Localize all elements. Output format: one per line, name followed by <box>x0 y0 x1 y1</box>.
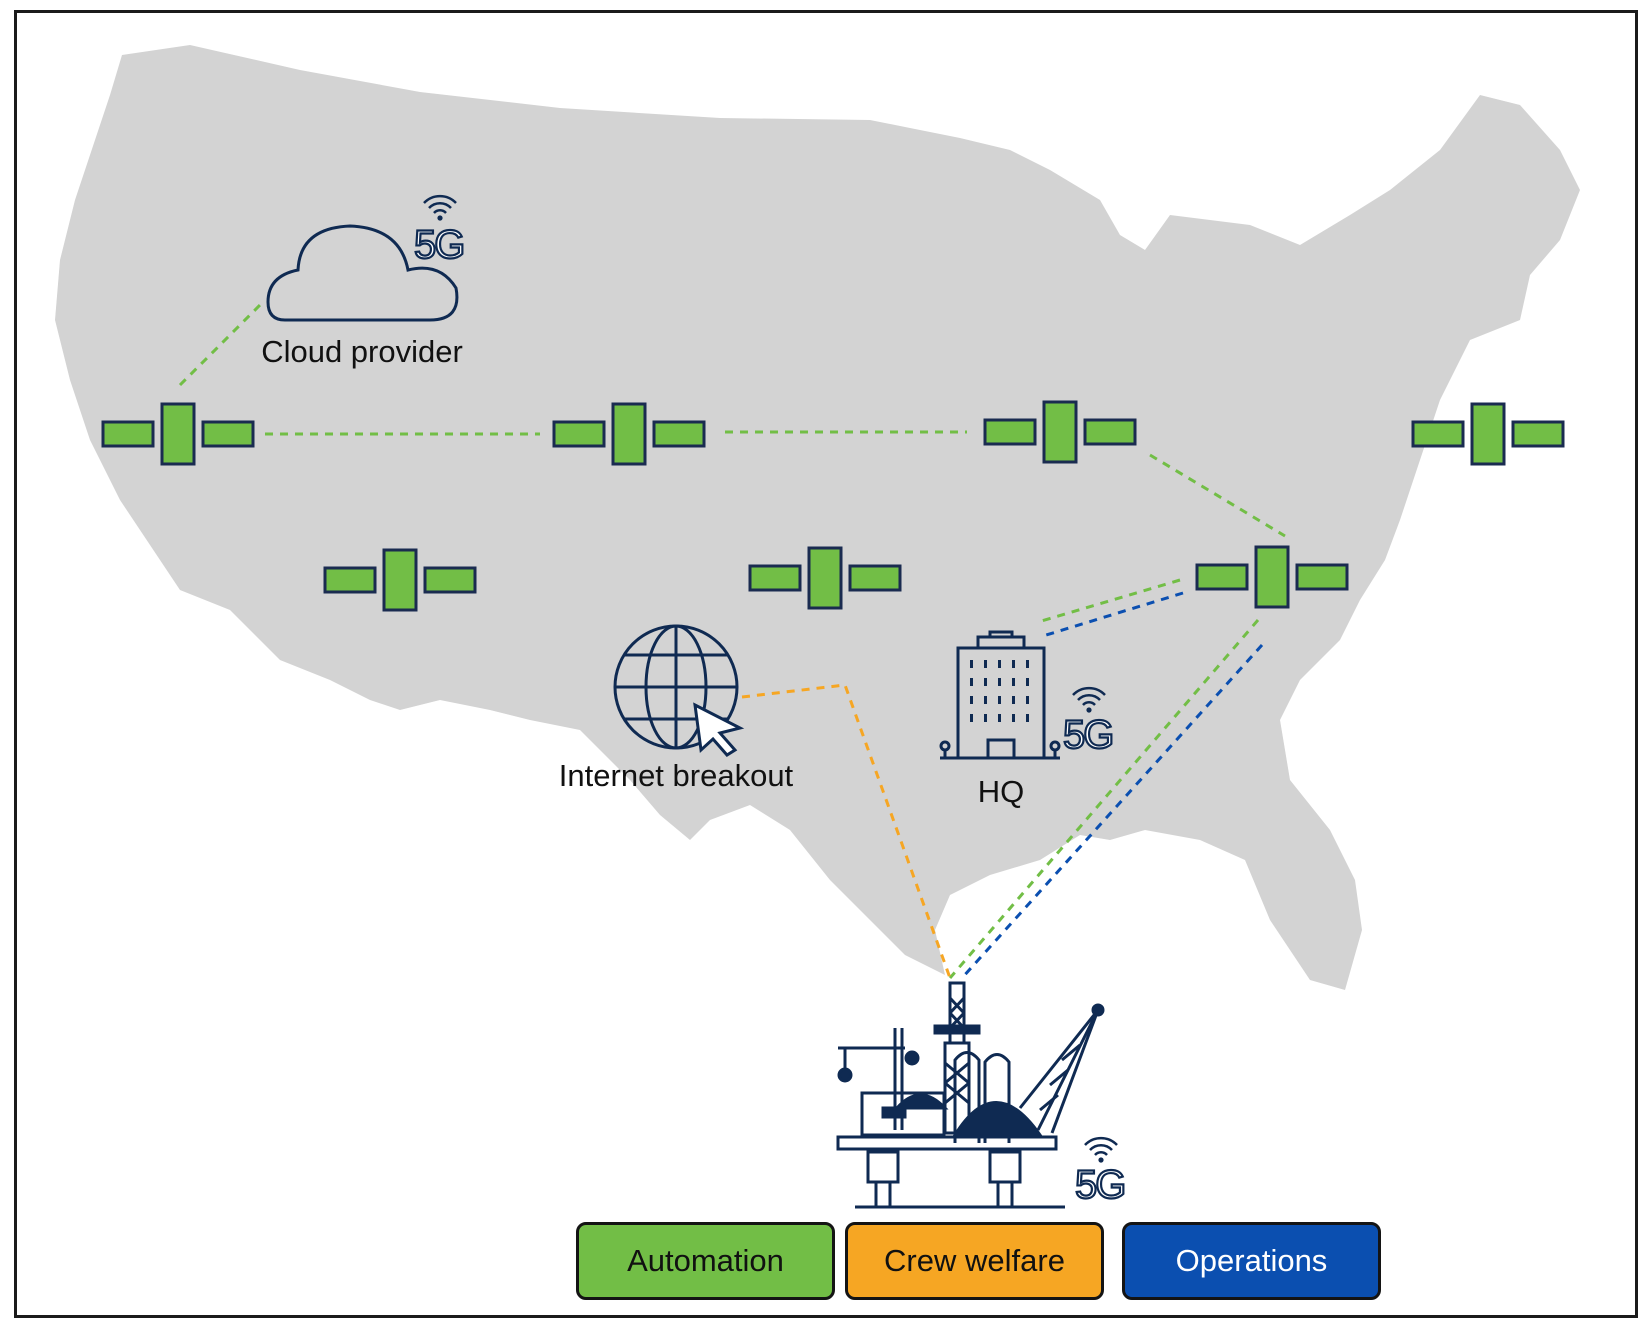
offshore-oil-rig-icon <box>836 981 1105 1209</box>
wifi-icon <box>1083 1136 1119 1164</box>
globe-cursor-icon <box>613 624 745 757</box>
automation-links <box>178 301 1286 979</box>
cloud-5g-badge: 5G <box>414 223 463 267</box>
legend-automation: Automation <box>576 1222 835 1300</box>
hq-label: HQ <box>978 774 1025 809</box>
legend-automation-label: Automation <box>627 1243 784 1278</box>
legend-crew-welfare-label: Crew welfare <box>884 1243 1065 1278</box>
office-building-icon <box>939 630 1061 760</box>
legend-crew-welfare: Crew welfare <box>845 1222 1104 1300</box>
usa-map <box>55 45 1580 990</box>
operations-links <box>960 591 1264 980</box>
hq-window-grid <box>970 660 1029 722</box>
hq-5g-badge: 5G <box>1063 713 1112 757</box>
legend-operations-label: Operations <box>1175 1243 1328 1278</box>
rig-5g-badge: 5G <box>1075 1163 1124 1207</box>
cloud-icon <box>266 224 459 322</box>
cloud-provider-label: Cloud provider <box>261 334 463 369</box>
legend-operations: Operations <box>1122 1222 1381 1300</box>
crew-welfare-links <box>741 683 952 979</box>
internet-breakout-label: Internet breakout <box>559 758 794 793</box>
